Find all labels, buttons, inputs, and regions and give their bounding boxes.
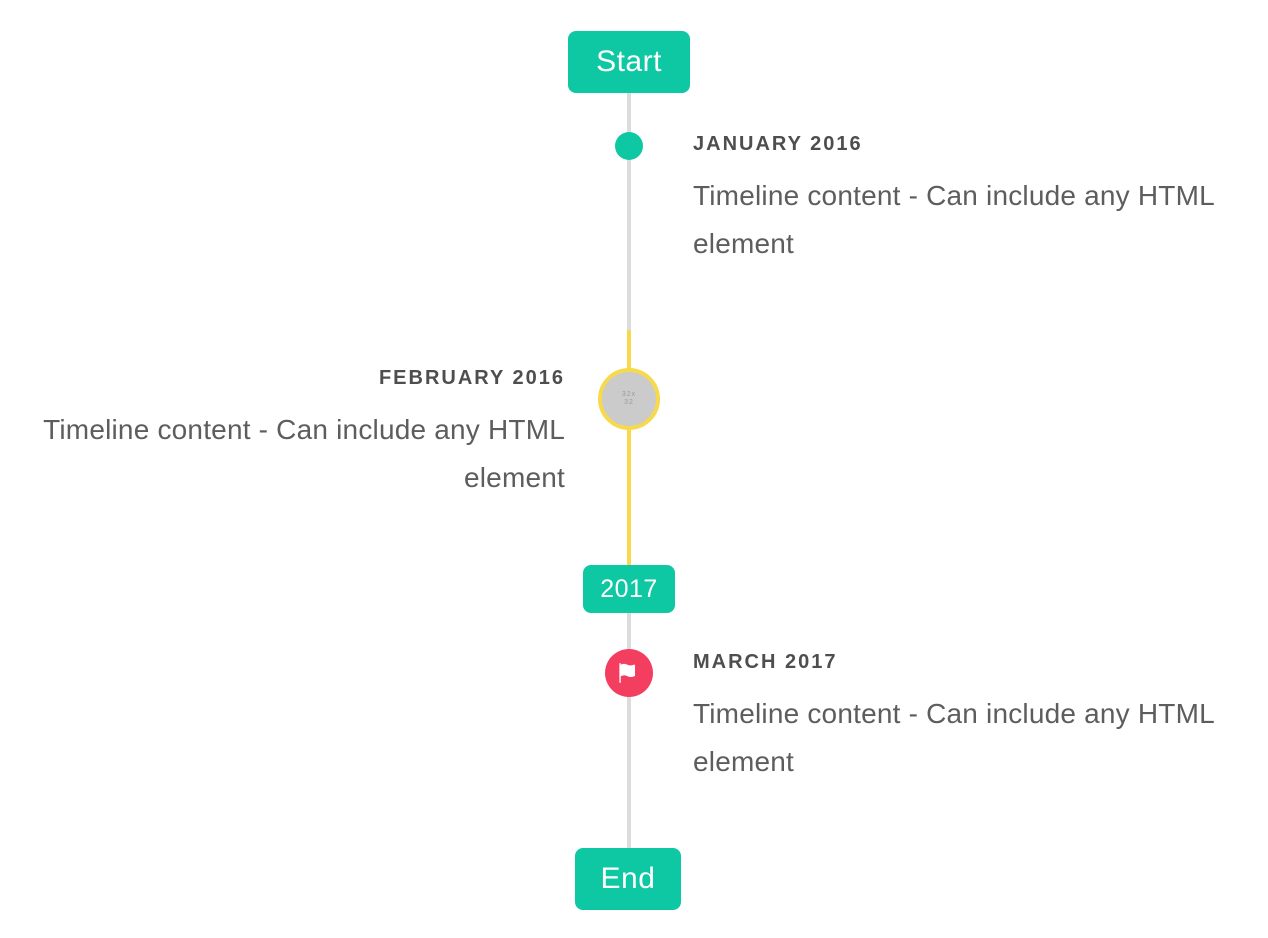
event-content: Timeline content - Can include any HTML … — [693, 698, 1214, 777]
timeline-line-bottom-segment — [627, 613, 631, 848]
timeline-line-top-segment — [627, 93, 631, 330]
end-badge-label: End — [600, 862, 656, 895]
event-content: Timeline content - Can include any HTML … — [43, 414, 565, 493]
event-date-label: FEBRUARY 2016 — [378, 367, 565, 389]
timeline-start-badge: Start — [568, 31, 690, 93]
timeline-event-january-2016: JANUARY 2016 Timeline content - Can incl… — [693, 132, 1218, 268]
flag-icon — [618, 662, 640, 684]
year-badge-label: 2017 — [600, 574, 658, 603]
start-badge-label: Start — [596, 45, 662, 78]
event-marker-avatar[interactable]: 32x32 — [598, 368, 660, 430]
event-date-label: MARCH 2017 — [693, 651, 838, 673]
timeline-year-badge: 2017 — [583, 565, 675, 613]
event-marker-dot[interactable] — [615, 132, 643, 160]
timeline-line-highlighted-segment — [627, 330, 631, 565]
event-content: Timeline content - Can include any HTML … — [693, 180, 1214, 259]
timeline-event-march-2017: MARCH 2017 Timeline content - Can includ… — [693, 650, 1218, 786]
timeline-end-badge: End — [575, 848, 681, 910]
timeline-event-february-2016: FEBRUARY 2016 Timeline content - Can inc… — [40, 366, 565, 502]
event-date-label: JANUARY 2016 — [693, 133, 863, 155]
avatar-placeholder-text: 32x32 — [621, 391, 637, 406]
event-marker-flag[interactable] — [605, 649, 653, 697]
